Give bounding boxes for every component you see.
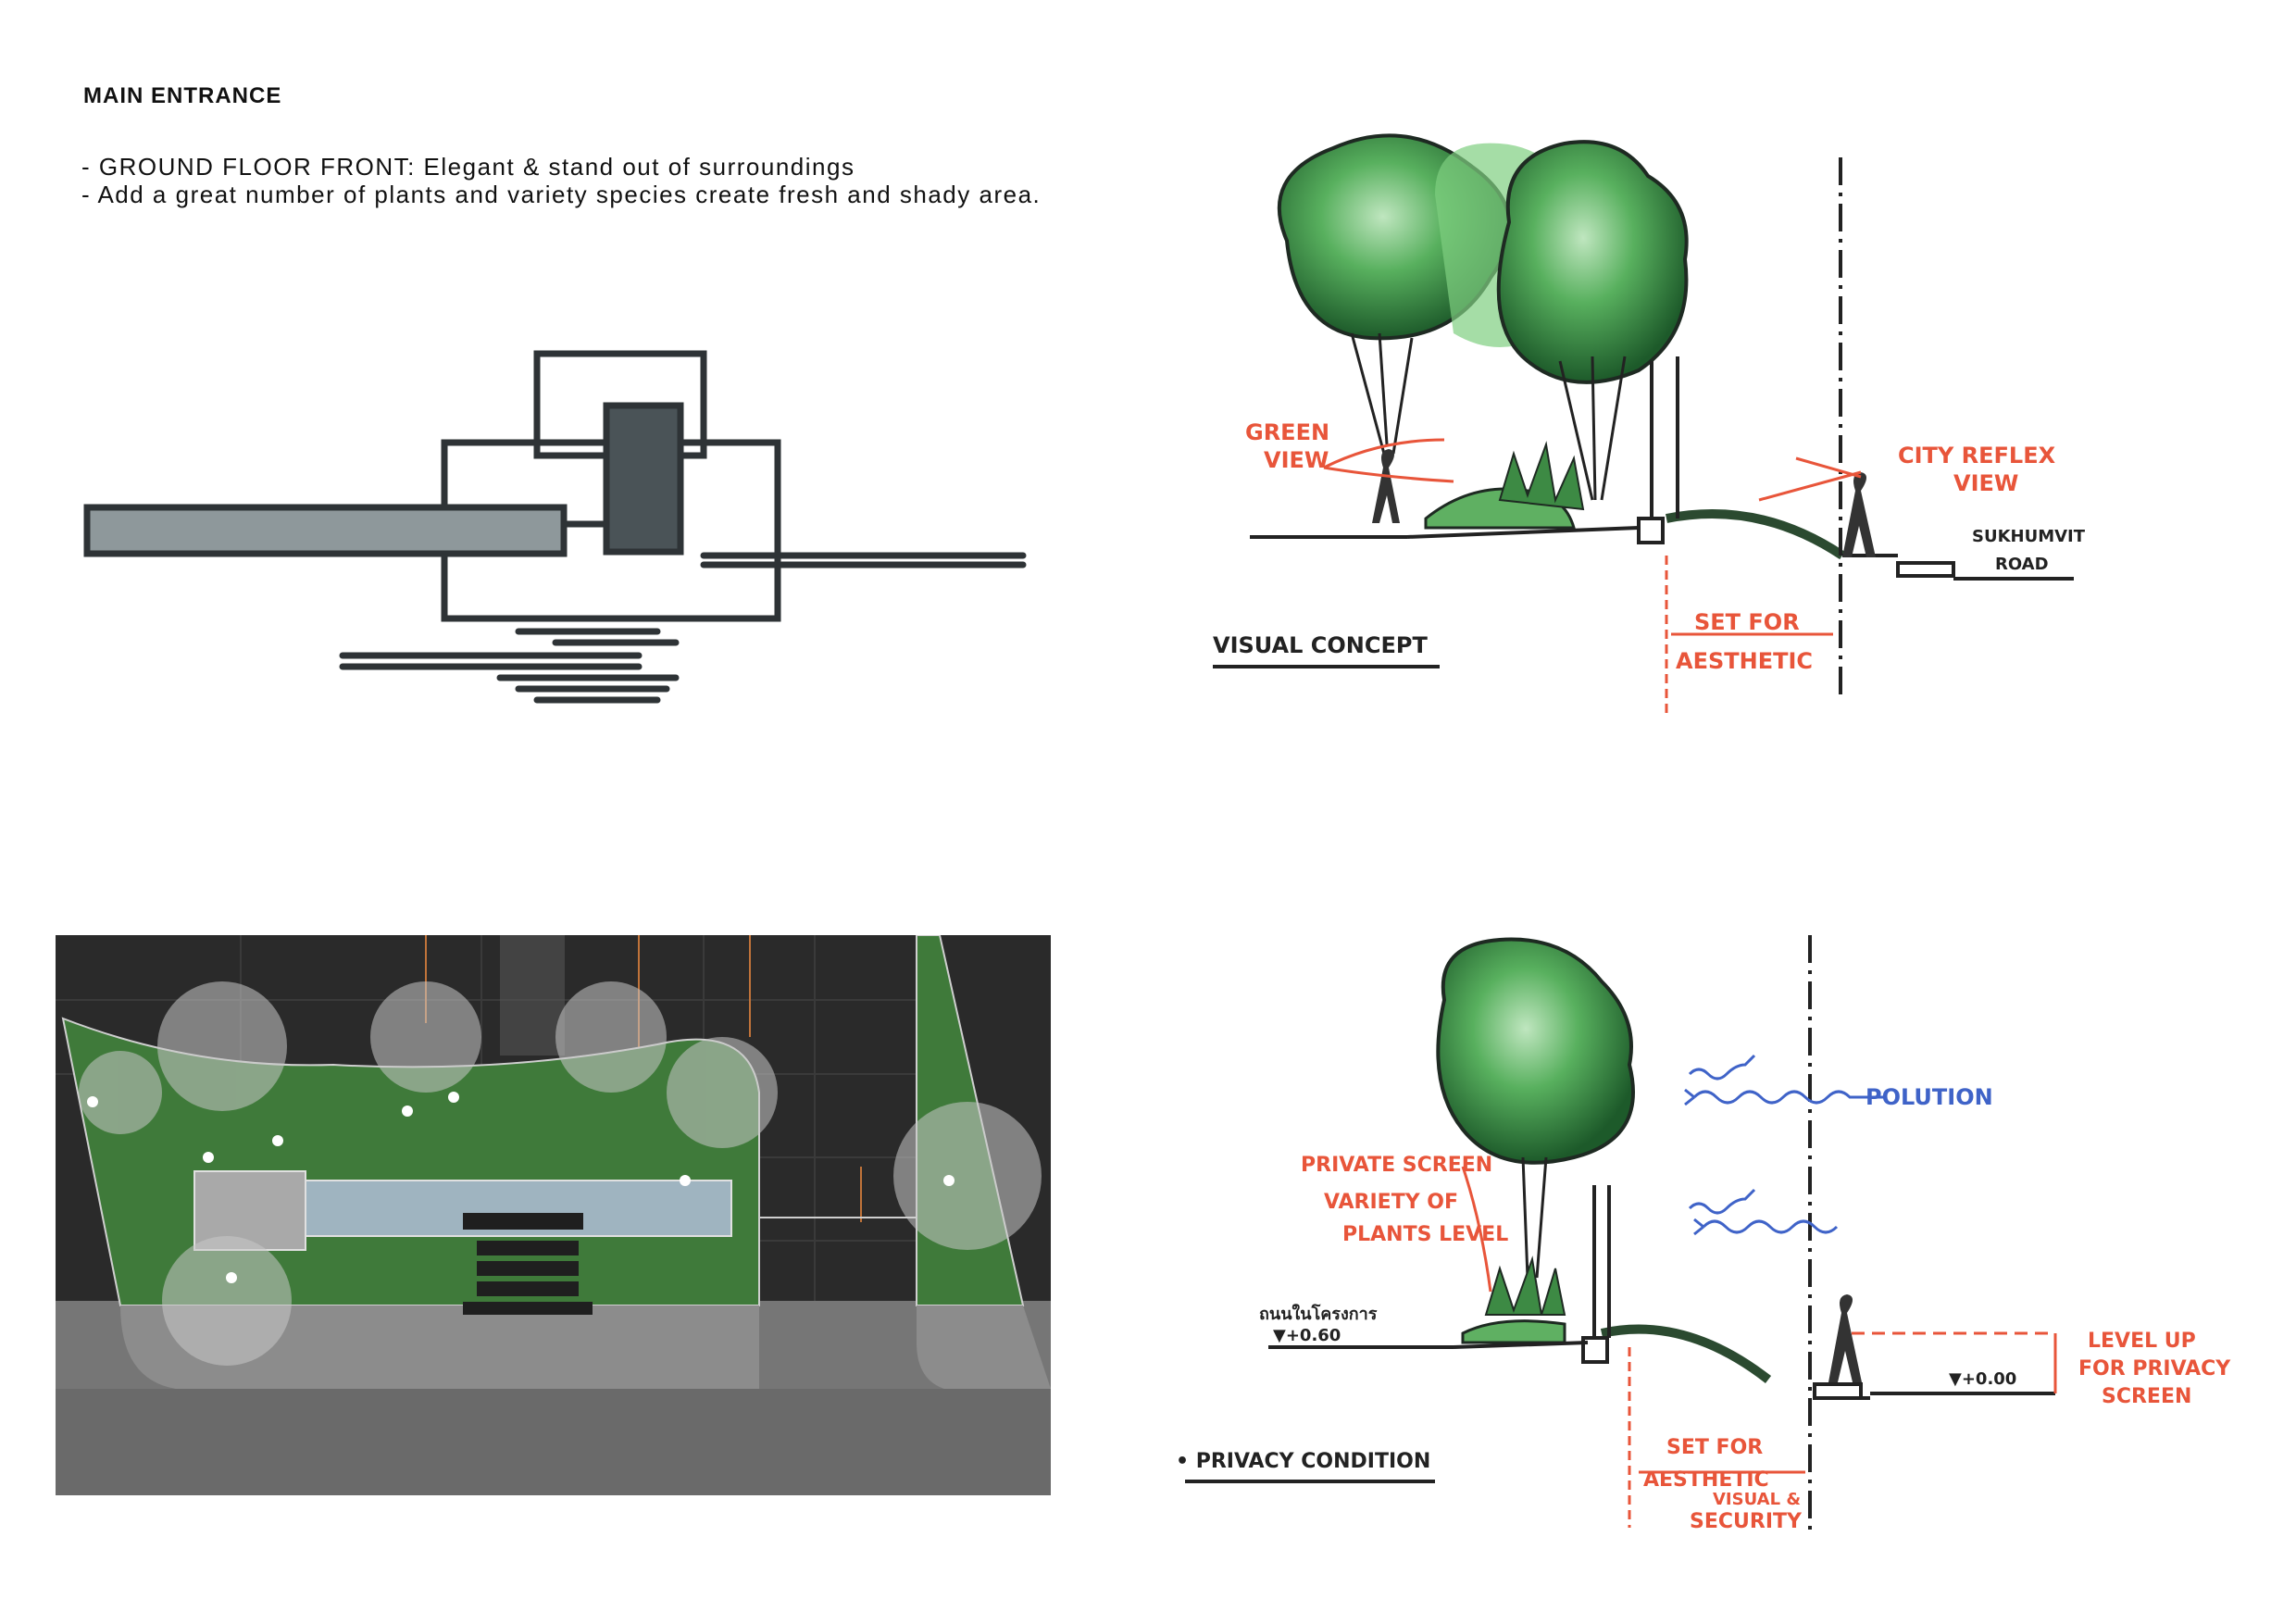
mound <box>1666 509 1845 560</box>
label-setback: SET FOR <box>1694 609 1800 635</box>
shrub <box>1498 441 1585 511</box>
level-marker-icon: ▼+0.00 <box>1949 1369 2016 1389</box>
label-level-up: FOR PRIVACY <box>2078 1357 2231 1380</box>
tree-icon <box>1496 140 1689 501</box>
label-private-screen: PRIVATE SCREEN <box>1301 1154 1492 1177</box>
visual-concept-title: VISUAL CONCEPT <box>1213 632 1428 658</box>
label-road: ROAD <box>1995 555 2049 574</box>
label-level-up: SCREEN <box>2102 1385 2191 1408</box>
label-setback: AESTHETIC <box>1676 648 1813 674</box>
label-variety: VARIETY OF <box>1324 1191 1458 1214</box>
description-item: - GROUND FLOOR FRONT: Elegant & stand ou… <box>81 153 855 181</box>
person-silhouette-icon <box>1828 1294 1862 1382</box>
label-city-reflex: CITY REFLEX <box>1898 443 2056 468</box>
shrub <box>1461 1319 1566 1344</box>
label-setback: AESTHETIC <box>1643 1468 1769 1492</box>
label-variety: PLANTS LEVEL <box>1342 1223 1508 1246</box>
person-silhouette-icon <box>1372 449 1400 523</box>
visual-concept-section: GREEN VIEW CITY REFLEX VIEW SET FOR AEST… <box>1213 133 2086 713</box>
description-list: - GROUND FLOOR FRONT: Elegant & stand ou… <box>81 153 1041 208</box>
plan-tree-canopies <box>79 981 1042 1366</box>
page-title: MAIN ENTRANCE <box>83 83 282 108</box>
privacy-condition-section: POLUTION PRIVATE SCREEN VARIETY OF PLANT… <box>1176 935 2231 1537</box>
tree-icon <box>1436 937 1635 1279</box>
label-level-up: LEVEL UP <box>2088 1330 2196 1353</box>
label-thai-road: ถนนในโครงการ <box>1259 1304 1378 1324</box>
label-city-reflex: VIEW <box>1953 470 2018 496</box>
level-marker-icon: ▼+0.60 <box>1273 1326 1341 1345</box>
label-setback: VISUAL & <box>1713 1490 1801 1509</box>
sketch-dark-tower <box>603 402 684 556</box>
label-green-view: VIEW <box>1264 447 1329 473</box>
mound <box>1600 1324 1772 1383</box>
label-setback: SECURITY <box>1690 1510 1803 1533</box>
wave-icon <box>1684 1054 1887 1236</box>
label-pollution: POLUTION <box>1866 1084 1993 1110</box>
label-green-view: GREEN <box>1245 419 1329 445</box>
label-road: SUKHUMVIT <box>1972 527 2086 546</box>
shrub <box>1484 1255 1566 1316</box>
privacy-condition-title: • PRIVACY CONDITION <box>1176 1450 1430 1473</box>
person-silhouette-icon <box>1842 472 1876 557</box>
label-setback: SET FOR <box>1666 1436 1763 1459</box>
elevation-sketch <box>83 350 1027 704</box>
description-item: - Add a great number of plants and varie… <box>81 181 1042 208</box>
sketch-long-bar <box>83 504 568 557</box>
site-plan <box>56 935 1051 1495</box>
